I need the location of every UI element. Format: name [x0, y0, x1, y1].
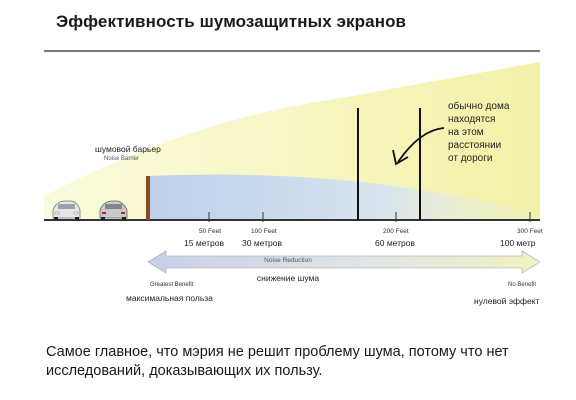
pointer-arrowhead [392, 149, 409, 166]
greatest-benefit-en: Greatest Benefit [150, 282, 194, 288]
house-distance-note: обычно дома находятся на этом расстоянии… [448, 100, 509, 165]
distance-100m: 100 метр [500, 238, 536, 248]
distance-50ft: 50 Feet [199, 228, 222, 235]
barrier-label-en: Noise Barrier [104, 156, 140, 162]
distance-300ft: 300 Feet [517, 228, 543, 235]
note-line: находятся [448, 114, 496, 125]
no-benefit-ru: нулевой эффект [474, 296, 540, 306]
noise-reduction-label-en: Noise Reduction [264, 257, 312, 264]
greatest-benefit-ru: максимальная польза [126, 293, 213, 303]
car-rear-icon [99, 200, 128, 220]
distance-60m: 60 метров [375, 238, 415, 248]
noise-reduction-label-ru: снижение шума [256, 273, 320, 283]
page-title: Эффективность шумозащитных экранов [56, 12, 407, 31]
shadow-zone-area [148, 174, 540, 220]
pointer-arrow [397, 127, 445, 163]
distance-15m: 15 метров [184, 238, 224, 248]
noise-barrier [146, 176, 150, 220]
barrier-label-ru: шумовой барьер [95, 144, 161, 154]
distance-30m: 30 метров [242, 238, 282, 248]
car-front-icon [52, 200, 81, 220]
distance-200ft: 200 Feet [383, 228, 409, 235]
note-line: на этом [448, 127, 484, 138]
conclusion-text: Самое главное, что мэрия не решит пробле… [46, 344, 509, 379]
distance-100ft: 100 Feet [251, 228, 277, 235]
note-line: от дороги [448, 153, 493, 164]
note-line: расстоянии [448, 140, 502, 151]
note-line: обычно дома [448, 101, 510, 112]
no-benefit-en: No Benefit [508, 282, 537, 288]
noise-reduction-arrow [147, 250, 541, 274]
